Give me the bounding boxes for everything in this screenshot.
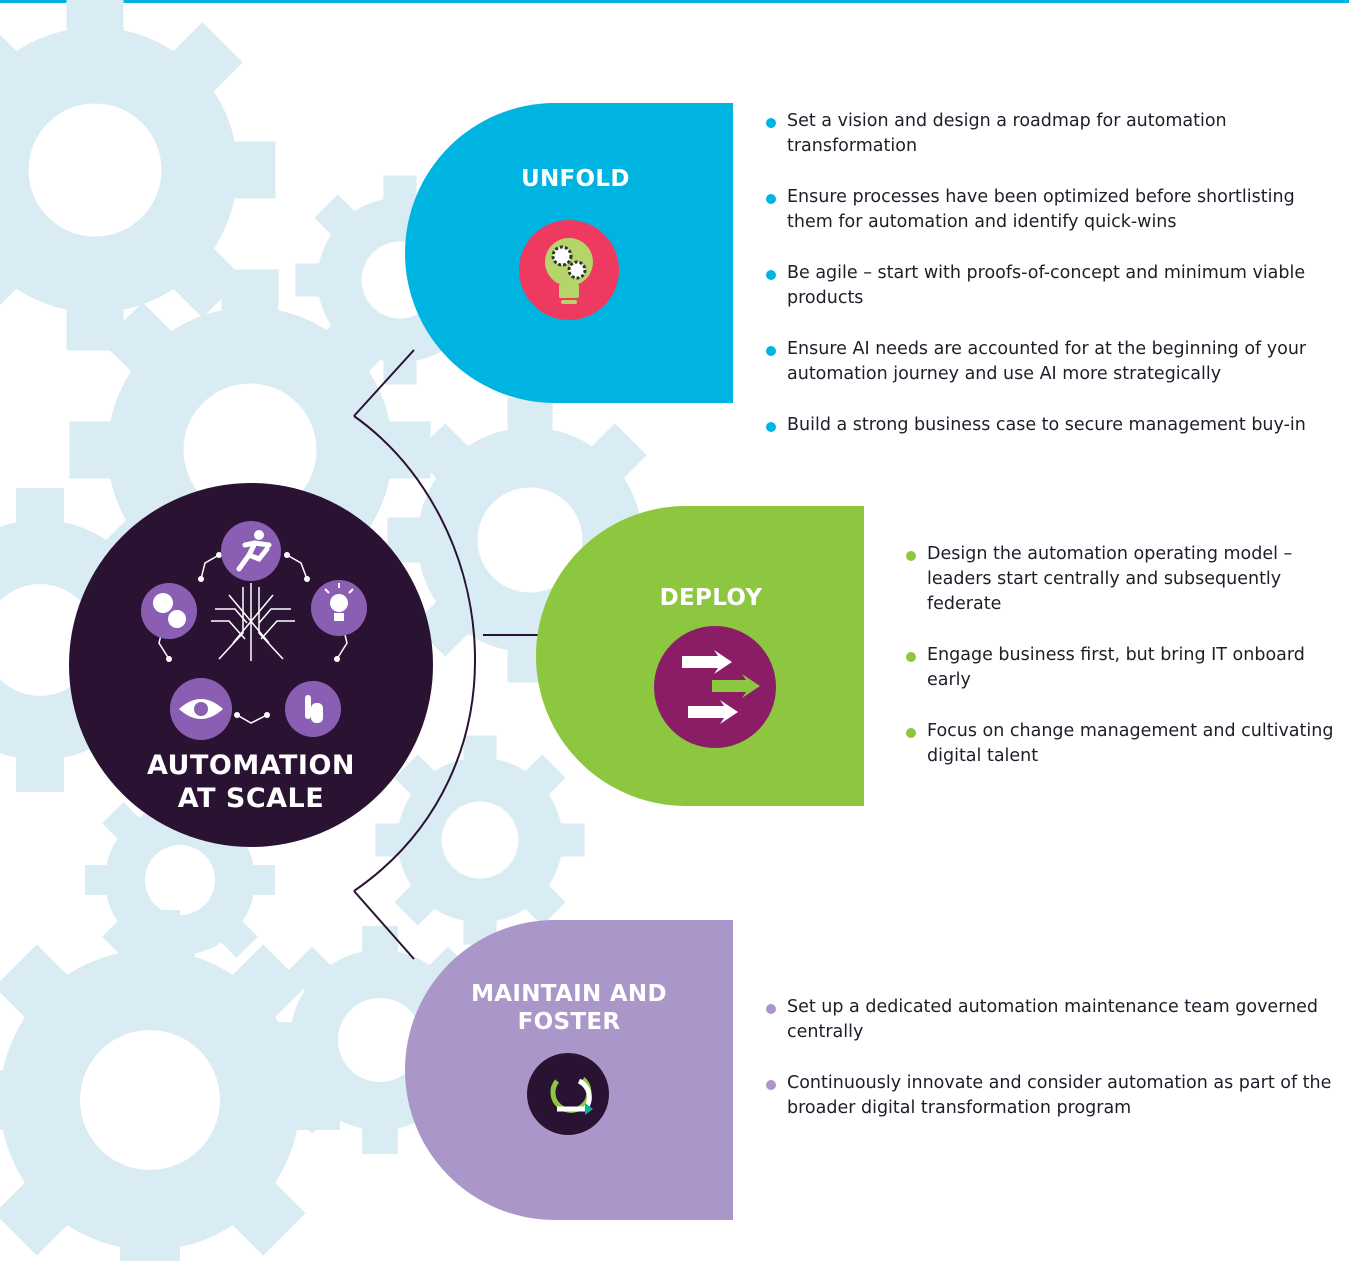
eye-icon	[170, 678, 232, 740]
bullet-dot	[906, 728, 916, 738]
stage-title-maintain: MAINTAIN AND FOSTER	[471, 981, 667, 1035]
bullet-dot	[766, 1004, 776, 1014]
bullet-dot	[766, 118, 776, 128]
speech-bubbles-icon	[141, 583, 197, 639]
lightbulb-icon	[311, 580, 367, 636]
center-icon-ring	[141, 521, 367, 740]
lightbulb-gears-icon	[519, 220, 619, 320]
list-item: Build a strong business case to secure m…	[765, 413, 1345, 438]
touch-hand-icon	[285, 681, 341, 737]
list-item: Ensure processes have been optimized bef…	[765, 185, 1345, 235]
bullet-dot	[906, 652, 916, 662]
stage-maintain-and-foster: MAINTAIN AND FOSTER	[405, 920, 733, 1220]
stage-unfold: UNFOLD	[405, 103, 733, 403]
bullet-dot	[766, 1080, 776, 1090]
arrows-icon	[654, 626, 776, 748]
center-title-line1: AUTOMATION	[146, 750, 356, 781]
bullet-dot	[766, 422, 776, 432]
bracket-arc	[353, 415, 476, 892]
circuit-icon	[211, 583, 295, 661]
list-item: Set up a dedicated automation maintenanc…	[765, 995, 1345, 1045]
list-item: Be agile – start with proofs-of-concept …	[765, 261, 1345, 311]
unfold-bullet-list: Set a vision and design a roadmap for au…	[765, 109, 1345, 464]
runner-icon	[221, 521, 281, 581]
stage-title-unfold: UNFOLD	[521, 166, 630, 192]
maintain-bullet-list: Set up a dedicated automation maintenanc…	[765, 995, 1345, 1147]
center-title: AUTOMATION AT SCALE	[69, 749, 433, 815]
automation-at-scale-circle: AUTOMATION AT SCALE	[69, 483, 433, 847]
stage-deploy: DEPLOY	[536, 506, 864, 806]
list-item: Continuously innovate and consider autom…	[765, 1071, 1345, 1121]
list-item: Set a vision and design a roadmap for au…	[765, 109, 1345, 159]
top-rule	[0, 0, 1349, 3]
list-item: Engage business first, but bring IT onbo…	[905, 643, 1345, 693]
bracket-bottom-line	[353, 890, 415, 960]
cycle-icon	[527, 1053, 609, 1135]
deploy-bullet-list: Design the automation operating model – …	[905, 542, 1345, 795]
stage-title-deploy: DEPLOY	[659, 585, 763, 611]
bullet-dot	[766, 194, 776, 204]
bracket-top-line	[353, 349, 415, 417]
center-title-line2: AT SCALE	[177, 783, 325, 814]
list-item: Design the automation operating model – …	[905, 542, 1345, 617]
bullet-dot	[766, 346, 776, 356]
list-item: Focus on change management and cultivati…	[905, 719, 1345, 769]
bullet-dot	[906, 551, 916, 561]
bullet-dot	[766, 270, 776, 280]
list-item: Ensure AI needs are accounted for at the…	[765, 337, 1345, 387]
